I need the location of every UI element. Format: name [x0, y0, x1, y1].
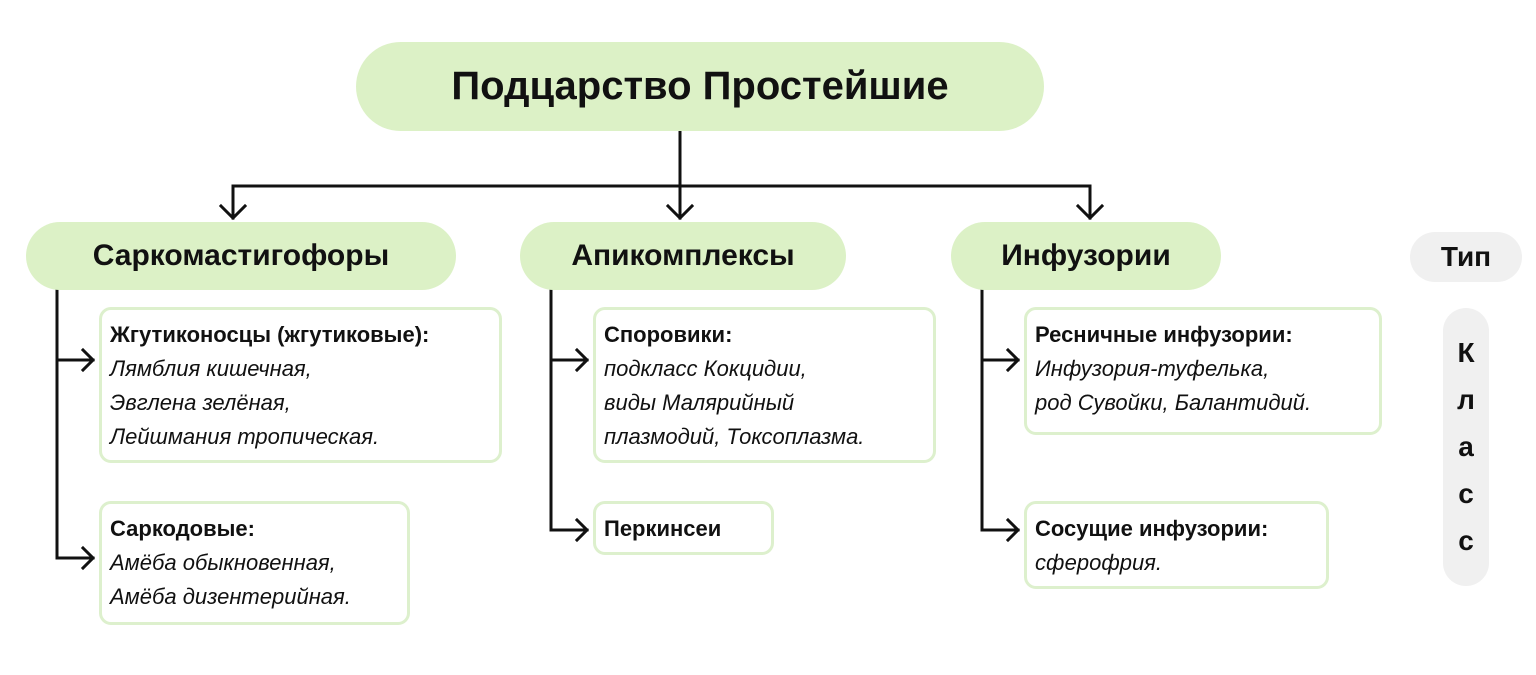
class-item: Амёба обыкновенная,	[110, 550, 336, 575]
class-item: Лямблия кишечная,	[110, 356, 312, 381]
class-box-sporozoa: Споровики: подкласс Кокцидии, виды Маляр…	[593, 307, 936, 463]
class-box-suctoria: Сосущие инфузории: сферофрия.	[1024, 501, 1329, 589]
class-box-flagellates: Жгутиконосцы (жгутиковые): Лямблия кишеч…	[99, 307, 502, 463]
type-label: Апикомплексы	[571, 239, 795, 272]
class-title: Ресничные инфузории:	[1035, 322, 1293, 347]
class-box-sarcodina: Саркодовые: Амёба обыкновенная, Амёба ди…	[99, 501, 410, 625]
arrow-head-type1	[218, 203, 248, 221]
type-node-sarcomastigophora: Саркомастигофоры	[26, 222, 456, 290]
legend-type: Тип	[1410, 232, 1522, 282]
arrow-head-type3	[1075, 203, 1105, 221]
root-node: Подцарство Простейшие	[356, 42, 1044, 131]
legend-class-letter: с	[1458, 525, 1474, 556]
class-box-perkinsea: Перкинсеи	[593, 501, 774, 555]
arrow-head-t1c2	[80, 545, 96, 571]
class-title: Споровики:	[604, 322, 733, 347]
legend-type-label: Тип	[1440, 241, 1492, 272]
legend-class-letter: К	[1457, 337, 1475, 368]
arrow-head-t2c2	[574, 517, 590, 543]
type-node-apicomplexa: Апикомплексы	[520, 222, 846, 290]
arrow-head-type2	[665, 203, 695, 221]
type-label: Саркомастигофоры	[92, 239, 390, 272]
arrow-head-t3c1	[1005, 347, 1021, 373]
legend-class-letter: с	[1458, 478, 1474, 509]
legend-class-letter: а	[1458, 431, 1474, 462]
legend-class: К л а с с	[1443, 308, 1489, 586]
connector-type1-class2	[55, 288, 95, 560]
arrow-head-t2c1	[574, 347, 590, 373]
class-item: подкласс Кокцидии,	[604, 356, 807, 381]
class-title: Саркодовые:	[110, 516, 255, 541]
connector-type2-class2	[549, 288, 589, 532]
class-item: сферофрия.	[1035, 550, 1163, 575]
type-node-ciliophora: Инфузории	[951, 222, 1221, 290]
arrow-head-t3c2	[1005, 517, 1021, 543]
class-box-ciliates: Ресничные инфузории: Инфузория-туфелька,…	[1024, 307, 1382, 435]
class-item: род Сувойки, Балантидий.	[1035, 390, 1312, 415]
class-title: Сосущие инфузории:	[1035, 516, 1269, 541]
class-item: Эвглена зелёная,	[110, 390, 291, 415]
class-item: Амёба дизентерийная.	[110, 584, 351, 609]
class-item: Лейшмания тропическая.	[110, 424, 380, 449]
class-item: виды Малярийный	[604, 390, 795, 415]
class-title: Жгутиконосцы (жгутиковые):	[110, 322, 430, 347]
connector-bar	[231, 184, 1092, 220]
class-item: плазмодий, Токсоплазма.	[604, 424, 865, 449]
class-item: Инфузория-туфелька,	[1035, 356, 1270, 381]
root-label: Подцарство Простейшие	[451, 64, 949, 108]
class-title: Перкинсеи	[604, 516, 722, 541]
connector-type3-class2	[980, 288, 1020, 532]
arrow-head-t1c1	[80, 347, 96, 373]
legend-class-letter: л	[1457, 384, 1475, 415]
type-label: Инфузории	[1001, 239, 1171, 272]
